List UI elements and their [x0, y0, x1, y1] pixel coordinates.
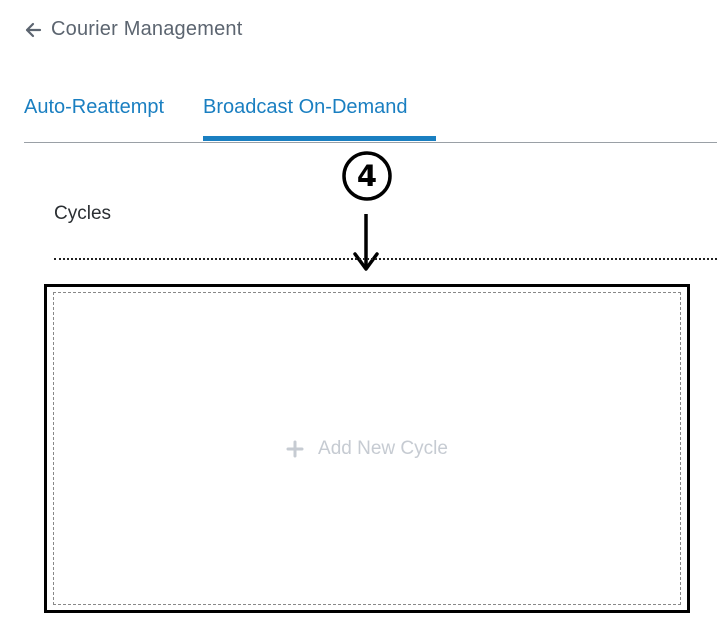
active-tab-indicator — [203, 136, 436, 141]
plus-icon — [286, 440, 304, 457]
add-new-cycle-label: Add New Cycle — [318, 437, 448, 459]
arrow-left-icon — [25, 22, 42, 37]
tab-auto-reattempt[interactable]: Auto-Reattempt — [24, 96, 165, 118]
step-number: 4 — [357, 159, 377, 193]
add-new-cycle-button[interactable]: Add New Cycle — [286, 438, 448, 460]
cycles-title: Cycles — [54, 203, 112, 224]
step-number-badge: 4 — [342, 151, 392, 201]
section-divider — [54, 258, 717, 260]
tab-bar: Auto-Reattempt Broadcast On-Demand — [0, 86, 717, 143]
back-button[interactable]: Courier Management — [24, 18, 242, 41]
add-new-cycle-dropzone[interactable]: Add New Cycle — [53, 292, 681, 605]
tab-broadcast-on-demand[interactable]: Broadcast On-Demand — [203, 96, 408, 118]
highlight-frame: Add New Cycle — [44, 284, 690, 613]
back-label: Courier Management — [51, 18, 243, 40]
down-arrow-icon — [353, 214, 379, 271]
tab-divider — [24, 142, 717, 143]
